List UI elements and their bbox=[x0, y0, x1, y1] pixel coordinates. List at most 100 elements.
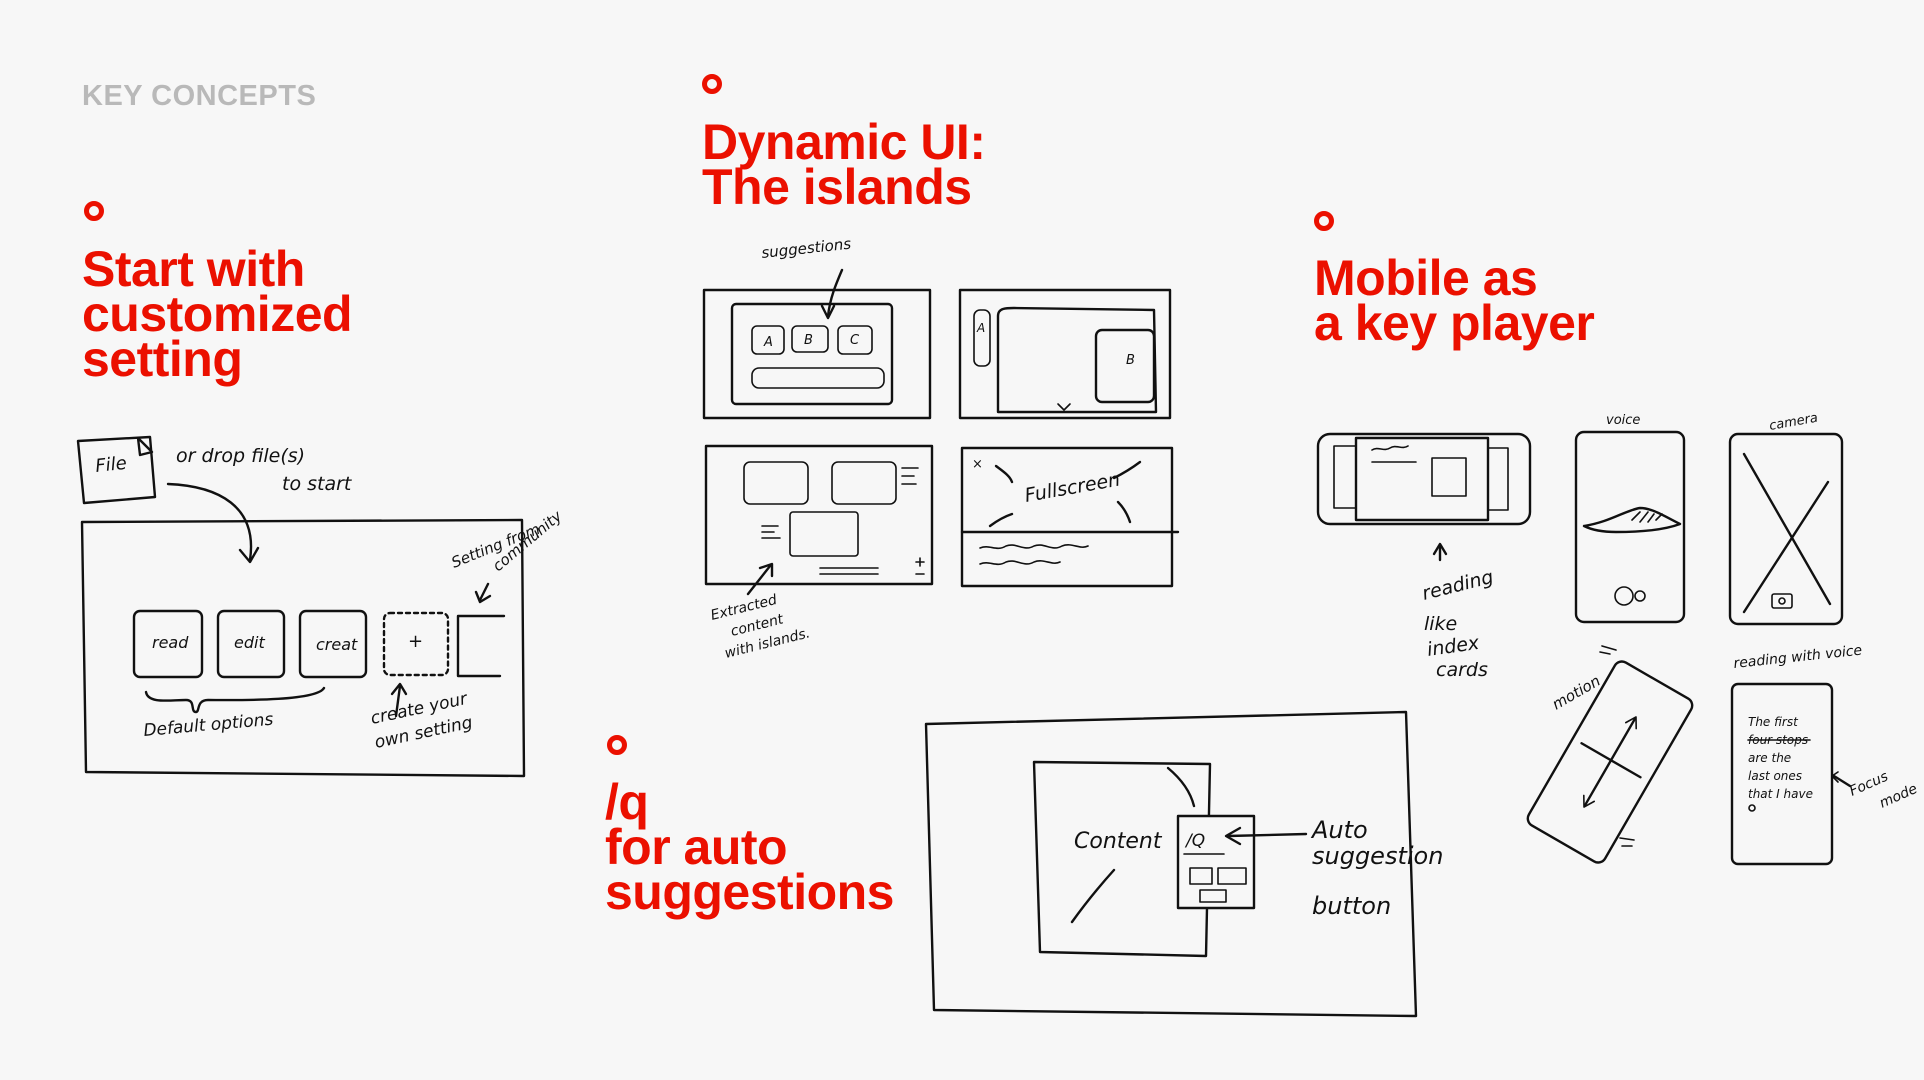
lines-icon bbox=[761, 525, 781, 539]
close-mark: × bbox=[972, 457, 983, 472]
reading-note-line: index bbox=[1426, 632, 1482, 661]
arrow-head-icon bbox=[758, 562, 774, 578]
corner-mark bbox=[1116, 500, 1132, 524]
island-button-label: B bbox=[804, 333, 813, 348]
arrow-icon bbox=[746, 564, 772, 596]
community-card bbox=[456, 614, 506, 678]
reading-note-line: cards bbox=[1436, 659, 1488, 681]
heading-line: a key player bbox=[1314, 295, 1595, 351]
reading-note-line: reading bbox=[1420, 566, 1496, 605]
file-corner-icon bbox=[136, 436, 154, 457]
option-card bbox=[216, 609, 286, 679]
index-card-main bbox=[1354, 436, 1490, 522]
motion-label: motion bbox=[1549, 672, 1603, 714]
motion-vibe-icon bbox=[1599, 645, 1617, 655]
reading-text-line: The first bbox=[1748, 715, 1799, 729]
arrow-head-icon bbox=[474, 590, 492, 604]
island-card bbox=[743, 461, 809, 505]
camera-lens-icon bbox=[1778, 597, 1786, 605]
reading-text-line: that I have bbox=[1748, 787, 1813, 801]
concept-bullet-icon bbox=[84, 201, 104, 221]
bracket-icon bbox=[144, 686, 326, 714]
voice-label: voice bbox=[1606, 413, 1640, 428]
file-card-sketch bbox=[76, 435, 157, 505]
reading-text-line: are the bbox=[1748, 751, 1791, 765]
phone-voice-sketch bbox=[1574, 430, 1686, 624]
arrow-head-icon bbox=[238, 546, 260, 564]
arrow-head-icon bbox=[820, 304, 836, 320]
drop-note-line: or drop file(s) bbox=[176, 445, 305, 467]
arrow-icon bbox=[166, 482, 253, 562]
q-outer-frame bbox=[924, 710, 1418, 1018]
concept-bullet-icon bbox=[607, 735, 627, 755]
motion-axes-icon bbox=[1580, 717, 1642, 807]
lines-icon bbox=[901, 467, 919, 485]
content-label: Content bbox=[1074, 829, 1163, 854]
close-voice-icon bbox=[1634, 590, 1646, 602]
heading-line: Start with bbox=[82, 241, 305, 297]
side-island-label: A bbox=[976, 321, 985, 335]
reading-text-line: last ones bbox=[1748, 769, 1802, 783]
default-options-note: Default options bbox=[143, 710, 275, 741]
island-button bbox=[791, 325, 829, 353]
auto-note-line: Auto bbox=[1310, 816, 1368, 844]
arrow-icon bbox=[1226, 832, 1308, 838]
index-card-image bbox=[1431, 457, 1467, 497]
suggestion-tile bbox=[1199, 889, 1227, 903]
key-concepts-kicker: KEY CONCEPTS bbox=[82, 80, 317, 112]
zoom-controls-icon bbox=[915, 557, 925, 575]
sketch-islands: A B C suggestions A B Extracted content … bbox=[702, 235, 1180, 662]
suggestions-note: suggestions bbox=[761, 235, 853, 262]
lines-icon bbox=[819, 567, 879, 575]
option-card bbox=[132, 609, 204, 679]
side-island bbox=[973, 309, 991, 367]
heading-line: suggestions bbox=[605, 864, 894, 920]
island-button bbox=[837, 325, 873, 355]
camera-label: camera bbox=[1768, 411, 1819, 434]
camera-shutter-icon bbox=[1771, 593, 1793, 609]
island-panel bbox=[960, 446, 1174, 588]
heading-line: The islands bbox=[702, 159, 972, 215]
option-label: creat bbox=[316, 635, 358, 654]
microphone-icon bbox=[1614, 586, 1634, 606]
reading-voice-label: reading with voice bbox=[1733, 643, 1863, 672]
q-button-label: /Q bbox=[1184, 831, 1205, 851]
waveform-icon bbox=[1582, 506, 1682, 534]
wave-lines-icon bbox=[979, 560, 1061, 566]
corner-mark bbox=[1112, 460, 1142, 480]
option-label: + bbox=[408, 631, 423, 652]
corner-mark bbox=[994, 464, 1014, 484]
q-button-sketch[interactable] bbox=[1176, 814, 1256, 910]
island-button-label: A bbox=[763, 335, 773, 350]
card-b-label: B bbox=[1126, 353, 1135, 368]
island-card bbox=[789, 511, 859, 557]
reading-cursor-dot bbox=[1748, 804, 1756, 812]
corner-mark bbox=[1070, 868, 1116, 924]
reading-note-line: like bbox=[1424, 613, 1457, 635]
concept-heading-auto-suggestions: /q for auto suggestions bbox=[605, 774, 894, 920]
heading-line: customized bbox=[82, 286, 353, 342]
option-label: edit bbox=[234, 633, 265, 652]
camera-viewfinder-cross bbox=[1742, 452, 1832, 614]
arrow-head-icon bbox=[1432, 542, 1448, 556]
motion-vibe-icon bbox=[1619, 837, 1635, 847]
phone-motion-body bbox=[1526, 660, 1694, 864]
concept-heading-dynamic-ui: Dynamic UI: The islands bbox=[702, 117, 986, 215]
phone-motion-sketch bbox=[1526, 660, 1694, 864]
option-label: read bbox=[152, 633, 189, 652]
island-input-bar bbox=[751, 367, 885, 389]
index-card-left bbox=[1333, 445, 1359, 509]
arrow-icon bbox=[394, 684, 402, 718]
option-card bbox=[298, 609, 368, 679]
island-button bbox=[751, 325, 785, 355]
corner-mark bbox=[988, 512, 1014, 528]
sketch-auto-suggestions: Content /Q Auto suggestion button bbox=[924, 710, 1443, 1018]
island-panel bbox=[704, 444, 934, 586]
island-card bbox=[730, 302, 894, 406]
heading-line: /q bbox=[605, 774, 649, 830]
arrow-head-icon bbox=[1224, 826, 1242, 846]
fullscreen-label: Fullscreen bbox=[1023, 469, 1122, 507]
app-frame-sketch bbox=[80, 518, 526, 778]
wave-lines-icon bbox=[1371, 445, 1409, 451]
tablet-sketch bbox=[1316, 432, 1532, 526]
